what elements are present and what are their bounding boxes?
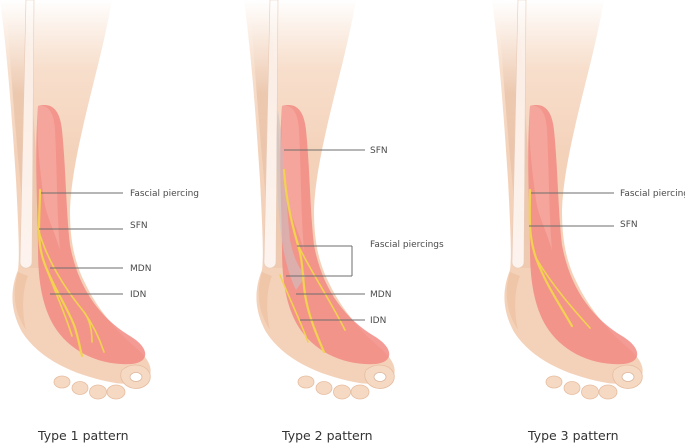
leg-illustration [0,0,152,400]
leg-illustration [491,0,644,400]
label-mdn: MDN [130,264,151,274]
panel-type-1: Fascial piercing SFN MDN IDN Type 1 patt… [0,0,199,443]
nerve-mdn [279,274,309,343]
label-fascial-piercing: Fascial piercing [620,189,685,199]
sfn-corridor [276,110,306,290]
nerve-branch [535,257,591,329]
label-idn: IDN [370,316,386,326]
nerve-idn [297,244,346,331]
label-fascial-piercing: Fascial piercing [130,189,199,199]
panel-type-2: SFN Fascial piercings MDN IDN Type 2 pat… [243,0,444,443]
nerve-mdn [37,188,84,358]
nerve-sfn [282,168,326,354]
nerve-branch [43,261,73,337]
panel-type-3: Fascial piercing SFN Type 3 pattern [491,0,685,443]
label-sfn: SFN [620,220,638,230]
caption-type-1: Type 1 pattern [37,428,129,443]
caption-type-2: Type 2 pattern [281,428,373,443]
label-fascial-piercings: Fascial piercings [370,240,444,250]
label-mdn: MDN [370,290,391,300]
label-sfn: SFN [130,221,148,231]
caption-type-3: Type 3 pattern [527,428,619,443]
label-idn: IDN [130,290,146,300]
nerve-branch-2 [83,311,93,343]
label-sfn: SFN [370,146,388,156]
